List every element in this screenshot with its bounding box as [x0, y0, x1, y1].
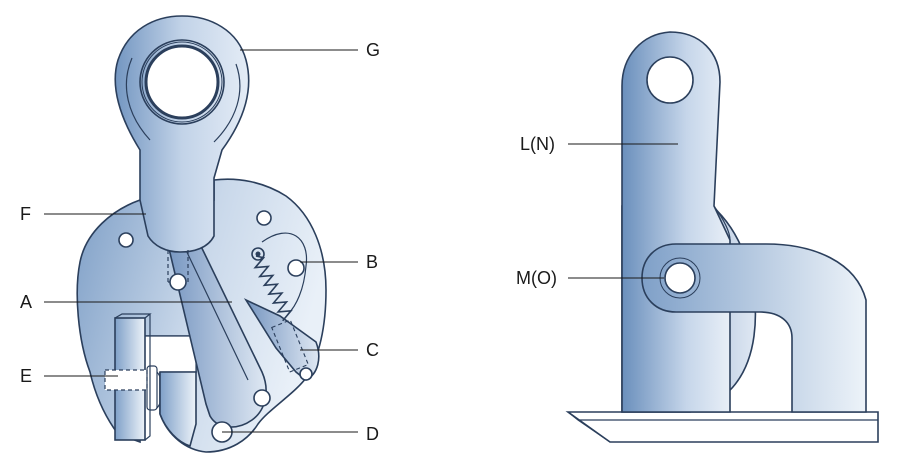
pin-hole: [299, 367, 313, 381]
spring-anchor: [251, 247, 265, 261]
pivot-hole: [664, 262, 696, 294]
label-d: D: [366, 424, 379, 444]
lower-jaw: [159, 371, 197, 448]
label-b: B: [366, 252, 378, 272]
leader-lines-left: [44, 49, 358, 433]
pin-hole: [253, 389, 271, 407]
lifting-shackle: [114, 15, 250, 253]
pin-hole: [118, 232, 134, 248]
lifting-eye: [646, 56, 694, 104]
connecting-link: [164, 235, 267, 428]
leader-lines-right: [568, 143, 678, 279]
label-l-n: L(N): [520, 134, 555, 154]
base-plate: [565, 411, 879, 443]
label-g: G: [366, 40, 380, 60]
pin-hole: [169, 273, 187, 291]
clamp-side-view: [565, 31, 879, 443]
spring-coil: [253, 255, 293, 322]
label-f: F: [20, 204, 31, 224]
label-m-o: M(O): [516, 268, 557, 288]
label-c: C: [366, 340, 379, 360]
upright-plate: [621, 31, 731, 413]
spring: [253, 232, 308, 322]
pin-hole: [287, 259, 305, 277]
label-a: A: [20, 292, 32, 312]
label-e: E: [20, 366, 32, 386]
pin-hole: [256, 210, 272, 226]
clamp-front-view: [76, 15, 327, 453]
